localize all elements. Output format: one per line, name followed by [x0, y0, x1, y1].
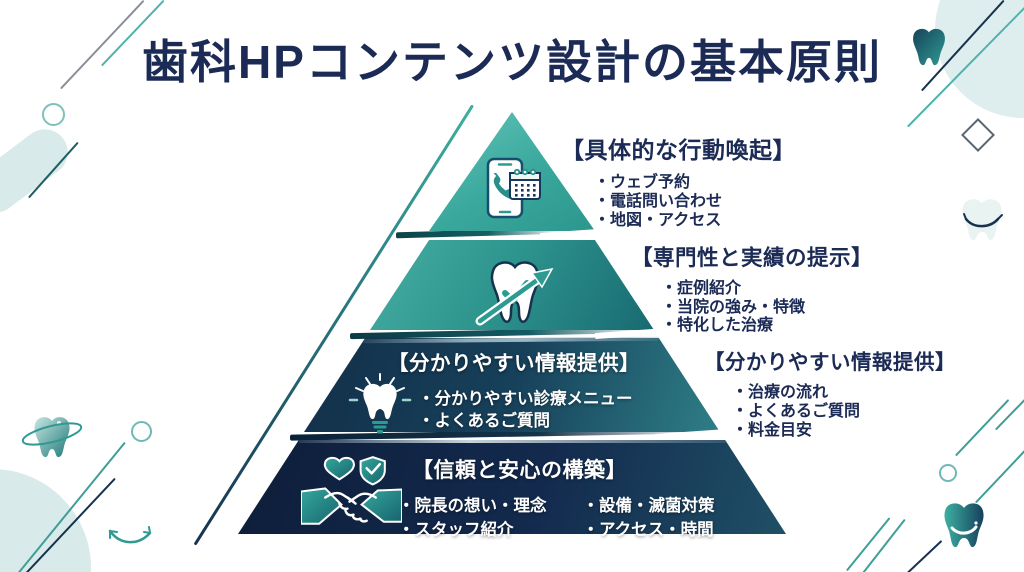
tier3-inside-label-group: 【分かりやすい情報提供】 ・分かりやすい診療メニュー ・よくあるご質問 — [388, 346, 640, 432]
tier3-side-item: ・料金目安 — [732, 422, 813, 439]
handshake-heart-shield-icon — [301, 456, 402, 525]
tier3-side-label-group: 【分かりやすい情報提供】 ・治療の流れ ・よくあるご質問 ・料金目安 — [704, 345, 956, 440]
tier1-item: ・ウェブ予約 — [594, 174, 691, 191]
tier3-side-item: ・治療の流れ — [732, 384, 829, 401]
tier4-label-group: 【信頼と安心の構築】 ・院長の想い・理念 ・スタッフ紹介 ・設備・滅菌対策 ・ア… — [398, 454, 715, 542]
tier2-item: ・特化した治療 — [661, 317, 774, 334]
tier3-heading: 【分かりやすい情報提供】 — [388, 352, 640, 375]
tier1-heading: 【具体的な行動喚起】 — [561, 137, 796, 163]
tooth-growth-arrow-icon — [475, 261, 554, 326]
tooth-smile-icon — [944, 503, 984, 548]
tier4-item: ・アクセス・時間 — [582, 521, 714, 539]
tier3-item: ・よくあるご質問 — [418, 412, 550, 430]
diamond-outline-icon — [961, 118, 995, 152]
tier4-top-highlight — [299, 439, 726, 443]
tooth-orbit-icon — [21, 417, 83, 458]
diagonal-line — [975, 446, 1024, 504]
smartphone-calendar-icon — [486, 157, 541, 219]
tooth-icon — [913, 28, 945, 66]
circle-outline — [131, 421, 152, 442]
pyramid-tier-4 — [238, 440, 786, 534]
tooth-smile-icon — [962, 199, 1003, 241]
tier4-item: ・設備・滅菌対策 — [582, 497, 715, 515]
tier2-label-group: 【専門性と実績の提示】 ・症例紹介 ・当院の強み・特徴 ・特化した治療 — [631, 241, 873, 336]
tier3-side-heading: 【分かりやすい情報提供】 — [704, 351, 956, 374]
circle-outline — [42, 103, 65, 126]
capsule-top-left — [0, 120, 77, 222]
diagonal-line — [955, 399, 1010, 457]
tier1-item: ・地図・アクセス — [594, 212, 722, 229]
tooth-lightbulb-icon — [348, 373, 412, 434]
corner-circle-bottom-left — [0, 469, 91, 572]
tier1-item: ・電話問い合わせ — [594, 193, 723, 210]
diagonal-line — [995, 395, 1024, 431]
tier3-side-item: ・よくあるご質問 — [732, 403, 861, 420]
tier4-item: ・スタッフ紹介 — [398, 521, 514, 539]
tier2-heading: 【専門性と実績の提示】 — [631, 246, 874, 270]
smile-arrow-icon — [108, 526, 152, 544]
tier2-item: ・症例紹介 — [661, 280, 742, 297]
diagonal-line — [906, 540, 943, 572]
tier1-label-group: 【具体的な行動喚起】 ・ウェブ予約 ・電話問い合わせ ・地図・アクセス — [561, 131, 796, 230]
tier2-item: ・当院の強み・特徴 — [661, 298, 806, 316]
tier3-item: ・分かりやすい診療メニュー — [418, 390, 633, 408]
tier4-item: ・院長の想い・理念 — [398, 497, 547, 515]
circle-outline — [939, 464, 957, 482]
page-title: 歯科HPコンテンツ設計の基本原則 — [142, 36, 882, 88]
tier4-heading: 【信頼と安心の構築】 — [412, 459, 627, 482]
